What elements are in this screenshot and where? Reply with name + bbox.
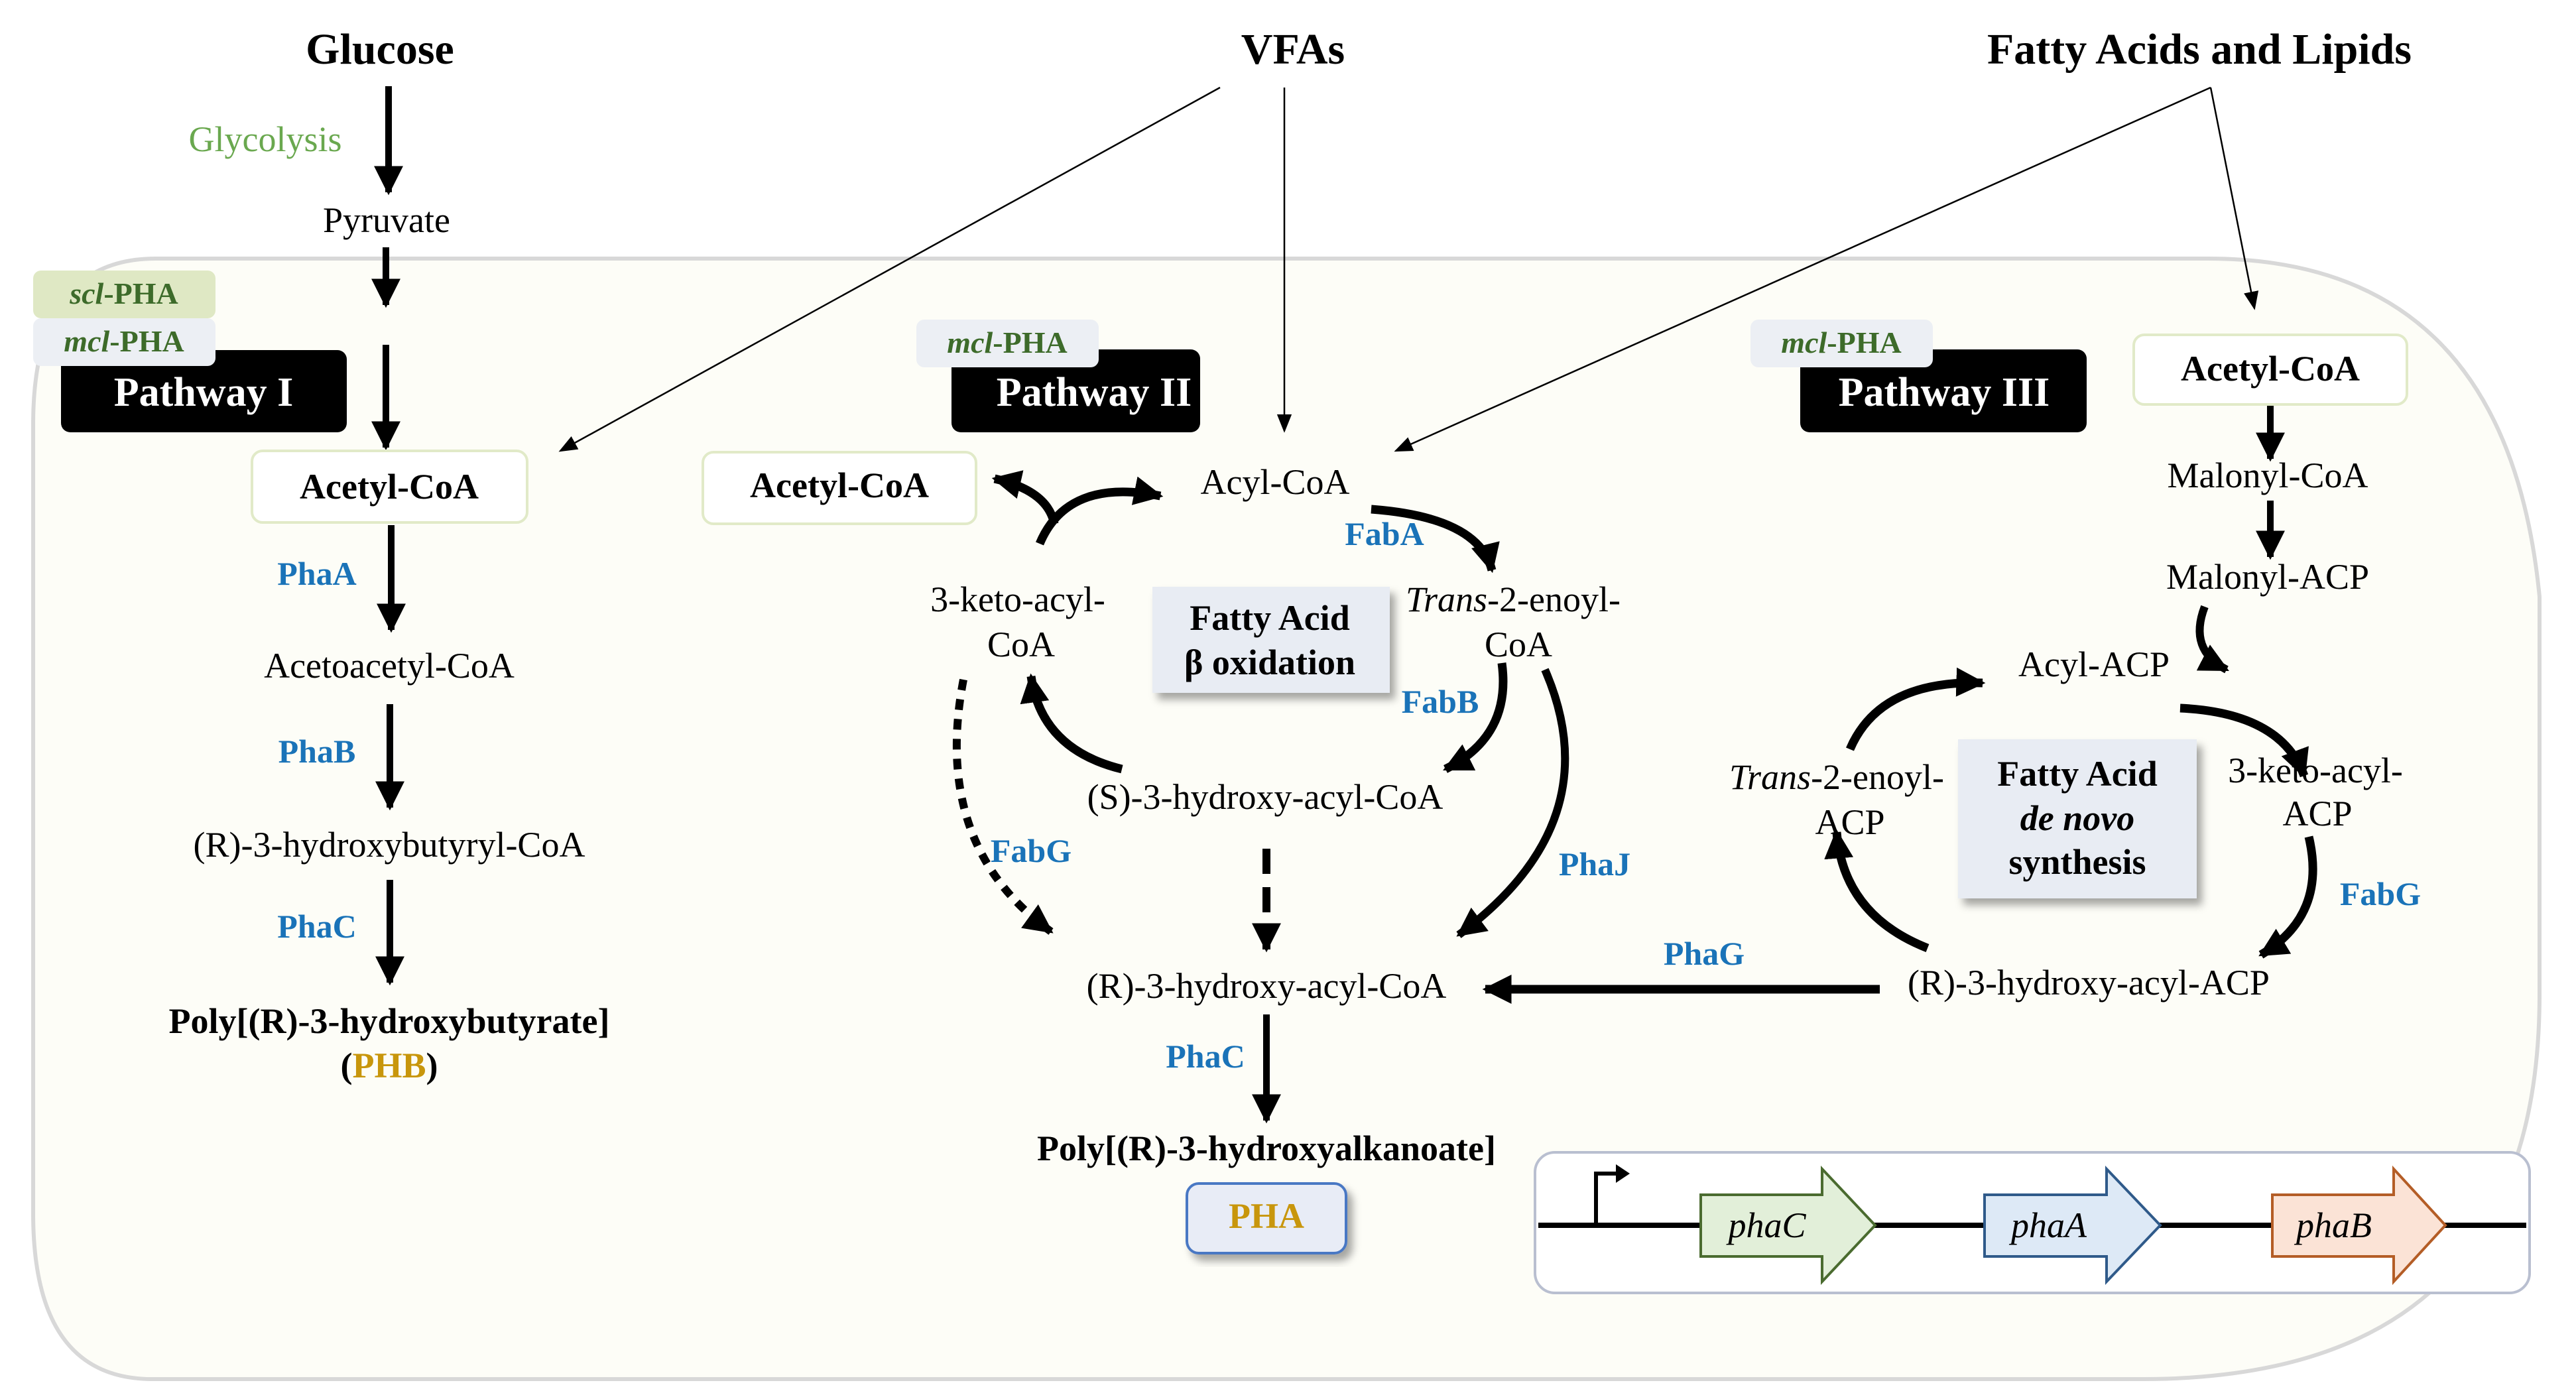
arrow-acyl-acp-to-keto bbox=[2179, 703, 2309, 779]
pha-abbr: PHA bbox=[1229, 1196, 1304, 1236]
gene-phab: phaB bbox=[2271, 1165, 2447, 1286]
promoter-icon bbox=[1594, 1172, 1618, 1225]
pyruvate: Pyruvate bbox=[323, 200, 450, 240]
trans-enoyl-coa-line2: CoA bbox=[1485, 625, 1552, 664]
badge-mcl-pha-1 bbox=[33, 318, 215, 366]
keto-acyl-acp-line1: 3-keto-acyl- bbox=[2228, 751, 2403, 790]
badge-mcl-pha-3 bbox=[1750, 320, 1933, 367]
arrow-trans-enoyl-to-r-hydroxy-phaj bbox=[1456, 668, 1569, 938]
arrow-malonyl-acp-to-cycle bbox=[2195, 605, 2229, 674]
enzyme-phaa: PhaA bbox=[277, 555, 356, 592]
gene-phac: phaC bbox=[1699, 1165, 1877, 1286]
gene-phaa: phaA bbox=[1983, 1166, 2162, 1285]
beta-oxidation-line2: β oxidation bbox=[1184, 642, 1355, 682]
acetyl-coa-2: Acetyl-CoA bbox=[750, 465, 929, 505]
pathway-1-label-box bbox=[61, 350, 347, 432]
malonyl-acp: Malonyl-ACP bbox=[2166, 557, 2369, 597]
acetyl-coa-box-3 bbox=[2132, 334, 2408, 406]
trans-enoyl-acp-line1: Trans-2-enoyl- bbox=[1729, 757, 1944, 797]
enzyme-fabg-3: FabG bbox=[2340, 875, 2421, 912]
source-fatty-acids: Fatty Acids and Lipids bbox=[1987, 25, 2412, 74]
source-glucose: Glucose bbox=[306, 25, 454, 74]
r-hydroxy-acyl-acp: (R)-3-hydroxy-acyl-ACP bbox=[1908, 963, 2270, 1003]
s-hydroxy-acyl-coa: (S)-3-hydroxy-acyl-CoA bbox=[1087, 777, 1443, 817]
de-novo-line1: Fatty Acid bbox=[1997, 754, 2157, 794]
arrow-s-hydroxy-to-keto bbox=[1020, 673, 1123, 774]
badge-mcl-pha-1-text: mcl-PHA bbox=[64, 324, 184, 358]
pha-product: Poly[(R)-3-hydroxyalkanoate] bbox=[1037, 1128, 1496, 1168]
de-novo-line2: de novo bbox=[2020, 798, 2134, 838]
gene-phab-label: phaB bbox=[2294, 1205, 2372, 1245]
badge-mcl-pha-2-text: mcl-PHA bbox=[947, 326, 1067, 359]
malonyl-coa: Malonyl-CoA bbox=[2168, 456, 2368, 495]
acyl-acp: Acyl-ACP bbox=[2018, 644, 2170, 684]
acetyl-coa-box-1 bbox=[251, 450, 528, 524]
enzyme-faba: FabA bbox=[1345, 515, 1424, 552]
beta-oxidation-line1: Fatty Acid bbox=[1190, 598, 1349, 638]
pha-abbr-box bbox=[1186, 1182, 1347, 1254]
pathway-2-label-box bbox=[951, 349, 1200, 432]
arrow-fa-to-acyl-coa bbox=[1394, 86, 2211, 452]
cell-boundary bbox=[31, 257, 2542, 1381]
arrow-trans-enoyl-to-s-hydroxy bbox=[1443, 662, 1508, 773]
arrow-keto-to-r-hydroxy-fabg bbox=[952, 678, 1054, 935]
pathway-3-label-box bbox=[1800, 349, 2087, 432]
enzyme-phag: PhaG bbox=[1664, 935, 1745, 972]
source-vfas: VFAs bbox=[1241, 25, 1345, 74]
badge-scl-pha bbox=[33, 271, 215, 318]
trans-enoyl-coa-line1: Trans-2-enoyl- bbox=[1406, 579, 1621, 619]
pathway-2-label: Pathway II bbox=[997, 370, 1192, 415]
enzyme-phab: PhaB bbox=[278, 733, 356, 770]
promoter-arrowhead-icon bbox=[1616, 1164, 1630, 1183]
acyl-coa: Acyl-CoA bbox=[1201, 462, 1350, 502]
gene-phaa-label: phaA bbox=[2008, 1205, 2087, 1245]
phb-product: Poly[(R)-3-hydroxybutyrate] bbox=[169, 1001, 610, 1041]
arrow-vfa-to-acetyl-coa-1 bbox=[558, 86, 1221, 452]
badge-mcl-pha-3-text: mcl-PHA bbox=[1781, 326, 1901, 359]
badge-mcl-pha-2 bbox=[916, 320, 1099, 367]
de-novo-line3: synthesis bbox=[2008, 842, 2146, 882]
beta-oxidation-box bbox=[1152, 587, 1390, 693]
r-hydroxy-acyl-coa: (R)-3-hydroxy-acyl-CoA bbox=[1087, 966, 1447, 1006]
arrow-trans-enoyl-acp-to-acyl-acp bbox=[1846, 667, 1986, 751]
acetyl-coa-1: Acetyl-CoA bbox=[300, 467, 479, 507]
phb-abbr: (PHB) bbox=[341, 1046, 438, 1085]
arrow-fa-to-acetyl-coa-3 bbox=[2209, 87, 2259, 310]
enzyme-fabg-2: FabG bbox=[991, 832, 1072, 869]
badge-scl-pha-text: scl-PHA bbox=[69, 276, 178, 310]
glycolysis-label: Glycolysis bbox=[188, 119, 341, 159]
arrow-acyl-to-trans-enoyl bbox=[1371, 505, 1500, 574]
enzyme-phac-2: PhaC bbox=[1166, 1038, 1245, 1075]
keto-acyl-coa-line2: CoA bbox=[987, 625, 1055, 664]
keto-acyl-coa-line1: 3-keto-acyl- bbox=[930, 579, 1105, 619]
enzyme-phac-1: PhaC bbox=[277, 908, 356, 945]
acetyl-coa-box-2 bbox=[702, 451, 977, 525]
trans-enoyl-acp-line2: ACP bbox=[1815, 802, 1884, 842]
keto-acyl-acp-line2: ACP bbox=[2282, 794, 2352, 833]
pathway-3-label: Pathway III bbox=[1839, 370, 2050, 415]
acetoacetyl-coa: Acetoacetyl-CoA bbox=[264, 646, 515, 686]
arrow-keto-to-acetyl-coa bbox=[991, 470, 1059, 525]
enzyme-phaj: PhaJ bbox=[1559, 845, 1630, 882]
arrow-keto-to-acyl-coa bbox=[1036, 476, 1164, 546]
acetyl-coa-3: Acetyl-CoA bbox=[2181, 349, 2360, 389]
arrow-r-hydroxy-acp-to-trans-enoyl bbox=[1824, 829, 1930, 953]
hydroxybutyryl-coa: (R)-3-hydroxybutyryl-CoA bbox=[194, 825, 585, 865]
pathway-1-label: Pathway I bbox=[114, 370, 293, 415]
de-novo-box bbox=[1958, 739, 2197, 898]
arrow-keto-acp-to-r-hydroxy-acp bbox=[2258, 835, 2317, 959]
gene-phac-label: phaC bbox=[1725, 1205, 1806, 1245]
enzyme-fabb: FabB bbox=[1402, 683, 1479, 720]
